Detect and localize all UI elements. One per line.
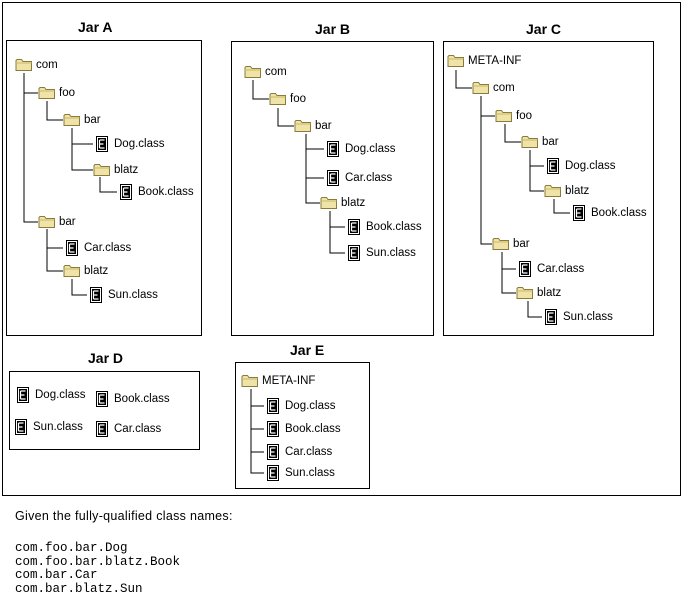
class-name-2: com.foo.bar.blatz.Book <box>15 554 181 569</box>
jar-c-file-car: Car.class <box>516 260 584 278</box>
jar-a-folder-blatz: blatz <box>93 161 138 179</box>
jar-c-file-sun: Sun.class <box>542 308 613 326</box>
class-file-icon <box>12 419 30 435</box>
jar-e-folder-meta-inf: META-INF <box>241 372 315 390</box>
jar-a-file-car: Car.class <box>63 239 131 257</box>
jar-d-title: Jar D <box>88 350 124 366</box>
class-file-icon <box>264 398 282 414</box>
jar-a-folder-blatz-2: blatz <box>63 262 108 280</box>
jar-c-folder-meta-inf: META-INF <box>447 52 521 70</box>
class-file-icon <box>345 245 363 261</box>
jar-b-folder-com: com <box>244 63 287 81</box>
jar-e-file-sun: Sun.class <box>264 464 335 482</box>
jar-b-file-car: Car.class <box>324 169 392 187</box>
class-file-icon <box>264 421 282 437</box>
class-file-icon <box>345 219 363 235</box>
jar-b-folder-blatz: blatz <box>320 194 365 212</box>
folder-icon <box>294 118 312 134</box>
jar-a-title: Jar A <box>78 19 113 35</box>
class-file-icon <box>93 421 111 437</box>
jar-b-file-dog: Dog.class <box>324 140 396 158</box>
folder-icon <box>521 134 539 150</box>
jar-e-title: Jar E <box>290 342 325 358</box>
folder-icon <box>38 214 56 230</box>
jar-a-folder-com: com <box>15 56 58 74</box>
jar-e-file-car: Car.class <box>264 443 332 461</box>
question-intro: Given the fully-qualified class names: <box>15 509 233 523</box>
jar-c-folder-blatz-2: blatz <box>516 284 561 302</box>
jar-c-folder-bar-2: bar <box>492 235 530 253</box>
jar-c-file-dog: Dog.class <box>544 157 616 175</box>
jar-c-folder-com: com <box>472 79 515 97</box>
class-file-icon <box>14 387 32 403</box>
jar-c-box: META-INF com foo bar Dog.class blatz Boo… <box>443 41 654 336</box>
class-file-icon <box>542 309 560 325</box>
class-file-icon <box>324 170 342 186</box>
class-file-icon <box>544 158 562 174</box>
jar-a-file-dog: Dog.class <box>93 135 165 153</box>
jar-c-folder-bar: bar <box>521 133 559 151</box>
class-name-4: com.bar.blatz.Sun <box>15 581 143 596</box>
jar-e-box: META-INF Dog.class Book.class Car.class … <box>235 362 370 489</box>
class-file-icon <box>324 141 342 157</box>
class-name-1: com.foo.bar.Dog <box>15 541 128 555</box>
class-file-icon <box>117 184 135 200</box>
folder-icon <box>244 64 262 80</box>
jar-b-folder-foo: foo <box>269 90 306 108</box>
folder-icon <box>241 373 259 389</box>
class-file-icon <box>264 444 282 460</box>
folder-icon <box>320 195 338 211</box>
jar-c-file-book: Book.class <box>570 204 647 222</box>
folder-icon <box>492 236 510 252</box>
jar-b-title: Jar B <box>315 21 351 37</box>
jar-d-file-car: Car.class <box>93 420 161 438</box>
class-file-icon <box>87 287 105 303</box>
folder-icon <box>38 85 56 101</box>
folder-icon <box>93 162 111 178</box>
jar-d-file-dog: Dog.class <box>14 386 86 404</box>
jars-panel <box>2 2 681 496</box>
jar-a-folder-bar: bar <box>63 111 101 129</box>
folder-icon <box>544 183 562 199</box>
folder-icon <box>472 80 490 96</box>
jar-a-file-sun: Sun.class <box>87 286 158 304</box>
folder-icon <box>516 285 534 301</box>
folder-icon <box>495 108 513 124</box>
jar-c-folder-blatz: blatz <box>544 182 589 200</box>
jar-d-box: Dog.class Book.class Sun.class Car.class <box>9 371 200 450</box>
class-file-icon <box>516 261 534 277</box>
jar-a-file-book: Book.class <box>117 183 194 201</box>
jar-e-file-dog: Dog.class <box>264 397 336 415</box>
class-file-icon <box>264 465 282 481</box>
folder-icon <box>63 112 81 128</box>
jar-a-folder-foo: foo <box>38 84 75 102</box>
jar-d-file-sun: Sun.class <box>12 418 83 436</box>
jar-b-file-book: Book.class <box>345 218 422 236</box>
jar-b-box: com foo bar Dog.class Car.class blatz Bo… <box>231 41 434 336</box>
folder-icon <box>447 53 465 69</box>
jar-a-box: com foo bar Dog.class blatz Book.class b… <box>6 40 202 336</box>
jar-a-folder-bar-2: bar <box>38 213 76 231</box>
jar-b-file-sun: Sun.class <box>345 244 416 262</box>
jar-c-folder-foo: foo <box>495 107 532 125</box>
jar-d-file-book: Book.class <box>93 390 170 408</box>
class-file-icon <box>63 240 81 256</box>
class-file-icon <box>93 136 111 152</box>
folder-icon <box>63 263 81 279</box>
jar-c-title: Jar C <box>526 21 562 37</box>
class-file-icon <box>93 391 111 407</box>
class-name-3: com.bar.Car <box>15 568 98 582</box>
jar-b-tree-lines <box>252 80 345 254</box>
jar-e-file-book: Book.class <box>264 420 341 438</box>
folder-icon <box>269 91 287 107</box>
folder-icon <box>15 57 33 73</box>
jar-b-folder-bar: bar <box>294 117 332 135</box>
class-file-icon <box>570 205 588 221</box>
